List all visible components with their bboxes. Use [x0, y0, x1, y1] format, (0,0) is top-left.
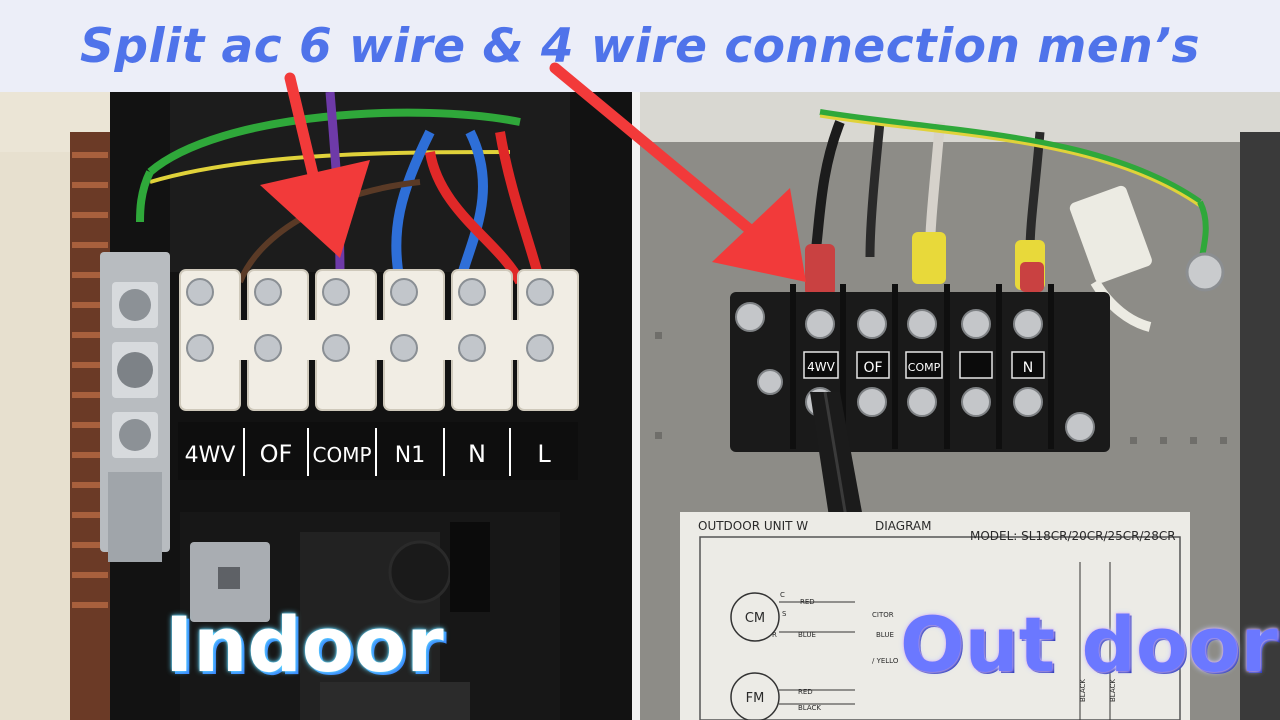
diagram-s: S — [782, 610, 787, 618]
outdoor-photo: 4WV OF COMP N OUTDOOR UNIT W DIAGRAM MOD… — [640, 92, 1280, 720]
diagram-model: MODEL: SL18CR/20CR/25CR/28CR — [970, 529, 1176, 543]
diagram-wire-blue: BLUE — [798, 631, 816, 639]
diagram-fm: FM — [746, 691, 765, 706]
diagram-wire-black: BLACK — [798, 704, 821, 712]
diagram-title-left: OUTDOOR UNIT W — [698, 519, 808, 533]
indoor-terminal-label-n: N — [468, 440, 486, 468]
indoor-photo-illustration: 4WV OF COMP N1 N L — [0, 92, 632, 720]
diagram-r: R — [772, 631, 777, 639]
diagram-capacitor: CITOR — [872, 611, 894, 619]
indoor-terminal-label-4wv: 4WV — [185, 443, 236, 468]
outdoor-label: Out door — [900, 600, 1278, 689]
indoor-photo: 4WV OF COMP N1 N L — [0, 92, 632, 720]
diagram-black-vertical-1: BLACK — [1079, 679, 1087, 702]
outdoor-terminal-label-comp: COMP — [908, 361, 941, 374]
page-title: Split ac 6 wire & 4 wire connection men’… — [80, 18, 1200, 74]
outdoor-terminal-label-of: OF — [863, 360, 882, 376]
indoor-terminal-label-of: OF — [260, 440, 293, 468]
indoor-terminal-label-comp: COMP — [312, 443, 371, 467]
panel-divider — [632, 92, 640, 720]
diagram-c: C — [780, 591, 785, 599]
outdoor-terminal-label-4wv: 4WV — [807, 360, 836, 374]
diagram-wire-red-2: RED — [798, 688, 813, 696]
indoor-terminal-label-l: L — [537, 440, 551, 468]
diagram-wire-yellow: / YELLO — [872, 657, 899, 665]
indoor-terminal-label-n1: N1 — [395, 443, 425, 468]
diagram-title-right: DIAGRAM — [875, 519, 932, 533]
outdoor-terminal-label-n: N — [1023, 360, 1033, 376]
title-banner: Split ac 6 wire & 4 wire connection men’… — [0, 0, 1280, 92]
diagram-cm: CM — [745, 611, 765, 626]
diagram-black-vertical-2: BLACK — [1109, 679, 1117, 702]
indoor-label: Indoor — [165, 600, 444, 689]
diagram-wire-blue-right: BLUE — [876, 631, 894, 639]
